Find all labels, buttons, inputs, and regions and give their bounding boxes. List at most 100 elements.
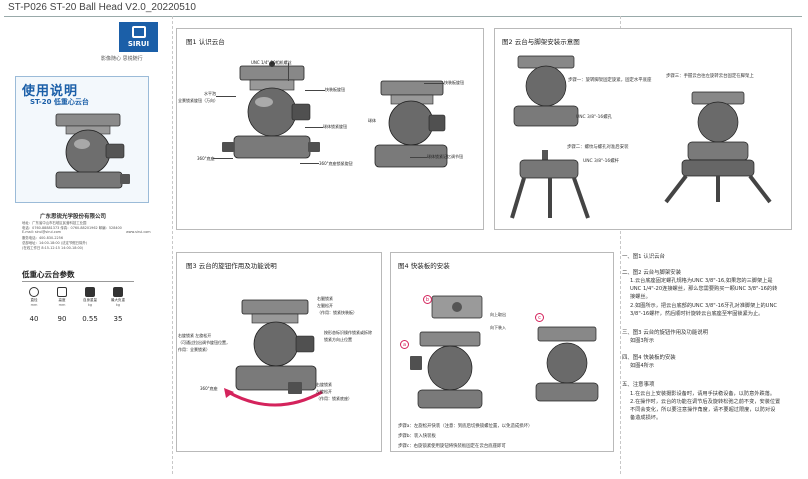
step-marker: a [400,340,409,349]
fig4-label: 向下装入 [490,325,506,330]
address-line: 服务电话：400-830-2256 [22,236,63,240]
leader-line [216,96,236,97]
fig3-label: 右腿锁紧 [317,296,333,301]
note-line: 备造成损坏。 [630,415,662,421]
slogan: 影像随心 思锐随行 [101,56,143,62]
fig4-step: 步骤a：左旋松开快装（注意：到底后切换锁螺位置，以免造成损坏） [398,424,533,429]
fig1-label: 360°底座 [197,156,215,161]
fig2-thread-label: UNC 3/8"-16螺杆 [583,159,619,164]
fig4-ball-head-left [410,331,483,409]
note-heading: 一、图1 认识云台 [622,254,665,260]
figure-2-title: 图2 云台与脚架安装示意图 [502,38,580,46]
note-line: 不同会变化，所以要注意操作角度，请不要超过限度，以防对设 [630,407,776,413]
note-line: 1.在云台上安装摄影设备时，请用手扶稳设备，以防意外跌落。 [630,391,776,397]
param-weight: 自身重量 kg 0.55 [78,287,102,323]
fold-line [620,16,621,474]
param-load: 最大负重 kg 35 [106,287,130,323]
note-line: UNC 1/4"-20连接螺丝，那么您需要购买一颗UNC 3/8"-16的转 [630,286,778,292]
param-value: 90 [57,315,67,323]
note-heading: 五、注意事项 [622,382,655,388]
note-line: 1.云台底座固定螺孔规格为UNC 3/8"-16,如果您的三脚架上是 [630,278,773,284]
fig3-label: 锁紧方向止位置 [324,337,352,342]
fig3-label: （作用：锁紧快装板） [317,310,357,315]
fig1-ball-head-right [374,80,448,168]
param-value: 0.55 [82,315,98,323]
fig2-ball-head-top [513,55,579,127]
weight-icon [85,287,95,297]
fold-line [172,16,173,474]
note-line: 如图3所示 [630,338,655,344]
fig2-tripod-top [510,150,590,219]
leader-line [300,163,319,164]
figure-3-title: 图3 云台的旋钮作用及功能说明 [186,262,277,270]
leader-line [305,127,323,128]
fig3-label: （作用：锁紧底座） [316,396,352,401]
leader-line [288,63,289,81]
fig3-label: 按形态标识操作锁紧或拆除 [324,330,372,335]
param-value: 40 [29,315,39,323]
fig3-label: 右旋锁紧 左旋松开 [178,333,212,338]
divider [22,281,134,282]
address-line: 地址：广东省中山市石岐区民营科技工业园 [22,221,87,225]
website: www.sirui.com [126,230,151,234]
note-line: 2.如图所示，把云台底部的UNC 3/8"-16牙孔对准脚架上的UNC [630,303,777,309]
sheet [4,16,802,475]
address-line: E-mail: sirui@sirui.com [22,230,61,234]
leader-line [424,83,444,84]
fig3-label: 右旋锁紧 [316,382,332,387]
height-icon [57,287,67,297]
manual-title: 使用说明 [22,84,79,99]
leader-line [305,90,325,91]
fig2-step-1: 步骤一：旋转脚架固定旋紧，固定水平底座 [568,78,652,83]
fig3-label: 作用：全景锁紧） [178,347,210,352]
fig4-label: 向上取出 [490,312,506,317]
ball-head-image [55,113,130,189]
fig1-label: 水平泡 [204,91,216,96]
fig1-label: 全景锁紧旋钮（万向） [178,98,218,103]
document-id: ST-P026 ST-20 Ball Head V2.0_20220510 [8,2,196,13]
fig1-label: UNC 1/4" 20相机螺丝 [251,60,292,65]
rotation-arrow-icon [224,388,323,407]
note-heading: 四、图4 快装板的安装 [622,355,676,361]
address-line: 电话：0760-88881373 传真：0760-88201962 邮编：528… [22,226,122,230]
fig1-label: 360°底座锁紧旋钮 [319,161,353,166]
note-line: 接螺丝。 [630,294,651,300]
note-line: 3/8"-16螺杆，然后顺时针旋转云台底座至牢固锁紧为止。 [630,311,764,317]
leader-line [410,157,427,158]
load-icon [113,287,123,297]
fig1-label: 球体 [368,118,376,123]
fig2-step-3: 步骤三：手握云台往左旋转云台固定在脚架上 [666,74,754,79]
fig3-label: 360°底座 [200,386,218,391]
step-marker: c [535,313,544,322]
note-line: 如图4所示 [630,363,655,369]
fig3-label: 左旋松开 [316,389,332,394]
fig2-assembled [664,91,772,204]
figure-4-title: 图4 快装板的安装 [398,262,450,270]
company-name: 广东思锐光学股份有限公司 [40,214,107,220]
param-height: 高度 mm 90 [50,287,74,323]
param-value: 35 [113,315,123,323]
sirui-logo: SIRUI [119,22,158,52]
note-heading: 三、图3 云台的旋钮作用及功能说明 [622,330,709,336]
diameter-icon [29,287,39,297]
fig4-quick-plate [431,295,483,319]
fig3-label: （可通过拉出调节旋钮位置， [178,340,230,345]
leader-line [213,158,233,159]
step-marker: b [423,295,432,304]
fig1-label: 球体锁紧记忆调节钮 [427,154,463,159]
logo-text: SIRUI [127,40,150,48]
logo-mark-icon [131,26,146,38]
note-heading: 二、图2 云台与脚架安装 [622,270,682,276]
figure-1-title: 图1 认识云台 [186,38,225,46]
fig2-thread-label: UNC 3/8"-16螺孔 [576,115,612,120]
fig2-step-2: 步骤二：螺纹与螺孔对准后安装 [567,145,629,150]
address-line: (在线工作日 8:15-12:15 14:00-18:00) [22,246,84,250]
fig1-label: 球体锁紧旋钮 [323,124,347,129]
note-line: 2.在操作时，云台的功能在调节后及旋转松弛之前不变，安装位置 [630,399,781,405]
fig3-ball-head [235,299,317,394]
fig4-step: 步骤b：装入快装板 [398,434,436,439]
param-diameter: 直径 mm 40 [22,287,46,323]
fig4-step: 步骤c：右旋锁紧使用旋钮将快装板固定在云台底座即可 [398,444,506,449]
manual-subtitle: ST-20 低重心云台 [30,98,89,106]
address-line: 总部地址：14:00-18:00 (法定节假日除外) [22,241,88,245]
